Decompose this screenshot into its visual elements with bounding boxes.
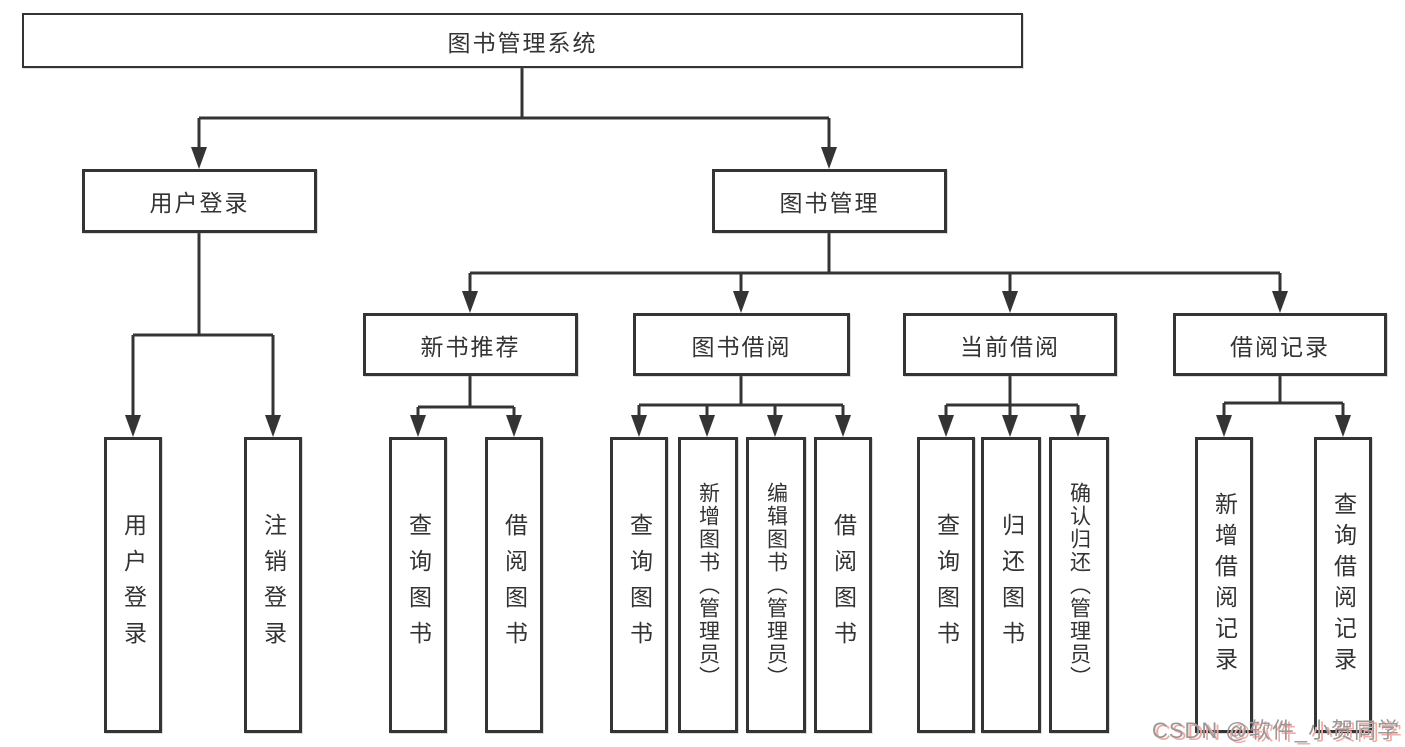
leaf-query-books-recommend: 查询图书 [389, 437, 447, 733]
node-label: 新书推荐 [420, 333, 521, 360]
node-new-book-recommend: 新书推荐 [363, 313, 578, 376]
leaf-borrow-books-recommend: 借阅图书 [485, 437, 543, 733]
leaf-add-borrow-record: 新增借阅记录 [1195, 437, 1253, 733]
leaf-user-login: 用户登录 [104, 437, 162, 733]
node-label: 新增图书（管理员） [696, 481, 720, 689]
node-label: 查询图书 [933, 513, 960, 657]
leaf-query-borrow-record: 查询借阅记录 [1314, 437, 1372, 733]
node-book-borrowing: 图书借阅 [633, 313, 850, 376]
node-label: 用户登录 [149, 190, 250, 216]
node-label: 查询借阅记录 [1330, 492, 1357, 678]
node-label: 归还图书 [998, 513, 1025, 657]
node-label: 图书借阅 [691, 333, 792, 360]
node-current-borrowing: 当前借阅 [903, 313, 1117, 376]
leaf-logout: 注销登录 [244, 437, 302, 733]
leaf-return-books: 归还图书 [981, 437, 1041, 733]
node-label: 当前借阅 [960, 333, 1060, 360]
node-label: 编辑图书（管理员） [764, 481, 788, 689]
node-borrow-records: 借阅记录 [1173, 313, 1387, 376]
node-label: 确认归还（管理员） [1067, 481, 1091, 689]
leaf-query-books-current: 查询图书 [917, 437, 975, 733]
leaf-edit-books-admin: 编辑图书（管理员） [746, 437, 806, 733]
node-label: 查询图书 [626, 513, 653, 657]
node-label: 借阅记录 [1230, 333, 1330, 360]
leaf-confirm-return-admin: 确认归还（管理员） [1049, 437, 1109, 733]
leaf-borrow-books: 借阅图书 [814, 437, 872, 733]
leaf-add-books-admin: 新增图书（管理员） [678, 437, 738, 733]
leaf-query-books-borrow: 查询图书 [610, 437, 668, 733]
node-label: 用户登录 [120, 513, 147, 657]
node-label: 新增借阅记录 [1211, 492, 1238, 678]
node-label: 图书管理系统 [447, 29, 598, 56]
node-book-management: 图书管理 [712, 169, 947, 233]
node-label: 借阅图书 [830, 513, 857, 657]
node-label: 查询图书 [405, 513, 432, 657]
node-label: 借阅图书 [501, 513, 528, 657]
node-label: 图书管理 [779, 190, 880, 216]
csdn-watermark: CSDN @软件_小贺同学 [1151, 718, 1400, 743]
node-label: 注销登录 [260, 513, 287, 657]
node-root-library-system: 图书管理系统 [22, 13, 1023, 68]
node-user-login: 用户登录 [82, 169, 317, 233]
